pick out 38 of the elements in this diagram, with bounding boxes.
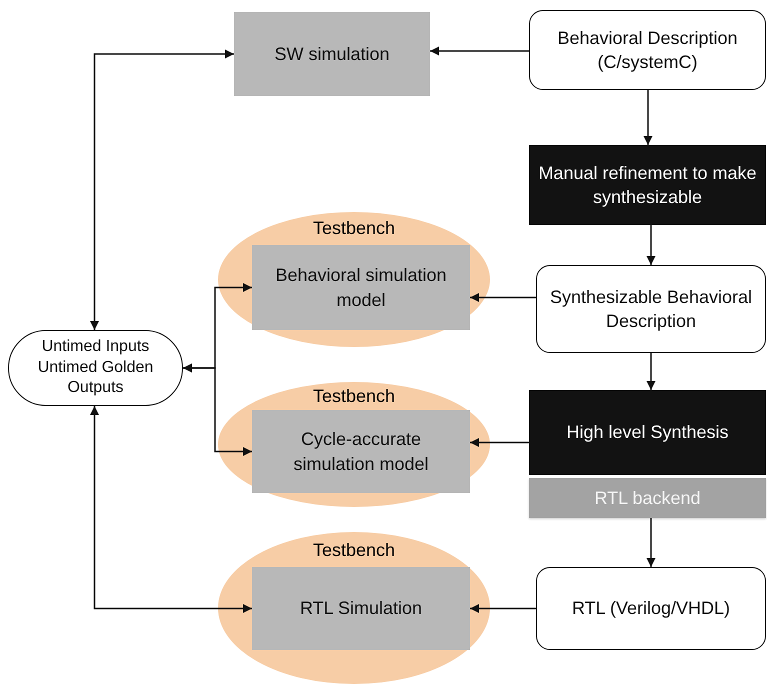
process-box: [252, 567, 470, 650]
arrow: [646, 225, 656, 265]
arrow: [183, 364, 252, 456]
testbench-ellipse: [218, 212, 490, 347]
box-label: RTL (Verilog/VHDL): [570, 597, 732, 620]
box-label: Cycle-accurate simulation model: [292, 428, 430, 476]
tool-box: [529, 145, 766, 225]
testbench-label: Testbench: [312, 218, 396, 239]
box-label: High level Synthesis: [565, 421, 730, 444]
box-label: SW simulation: [273, 42, 391, 66]
arrow: [90, 406, 252, 613]
backend-band: [529, 478, 766, 518]
process-box: [252, 245, 470, 330]
arrow: [646, 518, 656, 567]
arrow: [644, 90, 652, 145]
testbench-label: Testbench: [312, 386, 396, 407]
box-label: Synthesizable Behavioral Description: [548, 286, 754, 333]
arrow: [470, 293, 536, 302]
description-box: [536, 265, 766, 353]
box-label: Behavioral Description (C/systemC): [556, 26, 739, 74]
arrow: [430, 46, 529, 56]
testbench-ellipse: [218, 382, 490, 507]
arrow: [90, 50, 234, 330]
box-label: Untimed Inputs Untimed Golden Outputs: [36, 336, 154, 398]
process-box: [252, 410, 470, 493]
box-label: Behavioral simulation model: [274, 264, 448, 312]
arrow: [470, 604, 536, 613]
tool-box: [529, 390, 766, 475]
box-label: RTL backend: [593, 486, 702, 510]
description-box: [529, 10, 766, 90]
box-label: Manual refinement to make synthesizable: [537, 162, 758, 209]
process-box: [234, 12, 430, 96]
arrow: [470, 438, 529, 447]
arrow: [646, 353, 656, 390]
box-label: RTL Simulation: [298, 597, 424, 620]
testbench-ellipse: [218, 532, 490, 684]
description-box: [536, 567, 766, 650]
testbench-label: Testbench: [312, 540, 396, 561]
